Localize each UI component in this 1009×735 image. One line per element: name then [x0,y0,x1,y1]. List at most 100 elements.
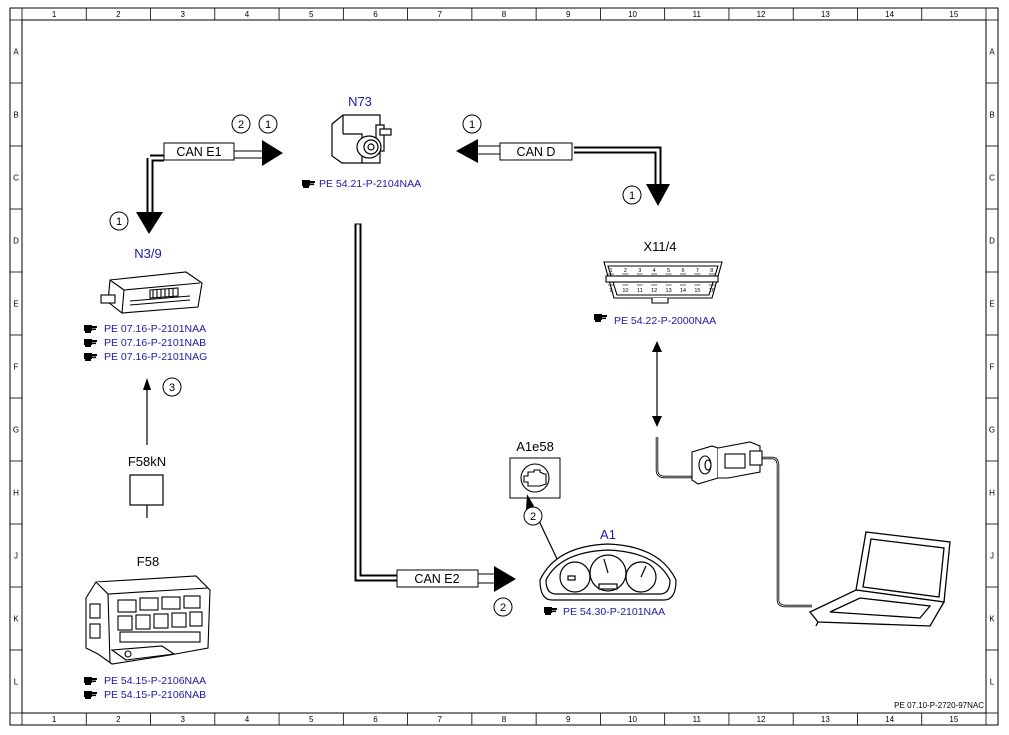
grid-ticks [10,8,998,725]
n73-component: N73 PE 54.21-P-2104NAA [302,94,421,190]
n3-9-label: N3/9 [134,246,161,261]
x11-4-pin-11: 11 [637,288,643,294]
f58-label: F58 [137,554,159,569]
x11-4-pin-2: 2 [624,268,627,274]
grid-col-top-11: 11 [693,10,702,19]
n73-label: N73 [348,94,372,109]
callout-a1e58: 2 [523,506,543,526]
x11-4-pin-10: 10 [622,288,628,294]
grid-col-top-9: 9 [566,10,571,19]
grid-col-bottom-7: 7 [438,715,443,724]
svg-text:2: 2 [500,602,506,614]
x11-4-pin-8: 8 [710,268,713,274]
grid-row-right-F: F [990,363,995,372]
grid-row-left-C: C [13,174,19,183]
can-e1-label: CAN E1 [176,145,221,159]
diagnostic-adapter-icon [691,441,763,485]
grid-col-bottom-10: 10 [628,715,637,724]
grid-col-top-2: 2 [116,10,121,19]
grid-row-right-C: C [989,174,995,183]
grid-col-bottom-6: 6 [373,715,378,724]
grid-col-top-14: 14 [885,10,894,19]
n3-9-ref-2: PE 07.16-P-2101NAB [104,337,206,349]
grid-row-left-D: D [13,237,19,246]
svg-text:1: 1 [116,216,122,228]
grid-col-bottom-14: 14 [885,715,894,724]
x11-4-pin-5: 5 [667,268,670,274]
laptop-icon [808,531,951,627]
grid-row-left-H: H [13,489,19,498]
f58-component: F58 PE 54.15-P-2106NAA PE 54.15-P-2106NA… [84,554,211,701]
can-d-bus: CAN D [456,139,670,206]
svg-text:1: 1 [469,119,475,131]
callout-can-e1-b: 1 [258,114,278,134]
x11-4-pin-4: 4 [653,268,656,274]
document-id: PE 07.10-P-2720-97NAC [894,701,984,710]
grid-col-top-12: 12 [757,10,766,19]
grid-row-right-L: L [990,678,995,687]
n3-9-ref-1: PE 07.16-P-2101NAA [104,323,206,335]
x11-4-pin-12: 12 [651,288,657,294]
n3-9-ref-3: PE 07.16-P-2101NAG [104,351,207,363]
grid-row-left-F: F [14,363,19,372]
callout-can-d-right: 1 [622,185,642,205]
x11-4-pin-7: 7 [696,268,699,274]
a1-ref: PE 54.30-P-2101NAA [563,606,665,618]
callout-f58kn-arrow: 3 [162,377,182,397]
grid-row-right-K: K [989,615,995,624]
svg-text:2: 2 [530,511,536,523]
grid-row-left-K: K [13,615,19,624]
grid-col-top-15: 15 [949,10,958,19]
svg-text:3: 3 [169,382,175,394]
can-d-box [499,142,573,161]
grid-col-bottom-11: 11 [693,715,702,724]
grid-col-top-6: 6 [373,10,378,19]
n73-ref: PE 54.21-P-2104NAA [319,178,421,190]
diagnostic-cable [655,437,812,608]
grid-row-left-B: B [13,111,18,120]
x11-4-pin-6: 6 [681,268,684,274]
grid-col-top-5: 5 [309,10,314,19]
f58kn-arrow [143,378,151,445]
diagnostic-connector-icon [603,261,723,304]
can-e2-label: CAN E2 [414,572,459,586]
x11-4-label: X11/4 [643,239,676,254]
svg-text:1: 1 [265,119,271,131]
grid-col-bottom-12: 12 [757,715,766,724]
grid-col-bottom-2: 2 [116,715,121,724]
a1e58-label: A1e58 [516,439,554,454]
engine-warning-lamp-icon [520,463,550,493]
callout-can-d-left: 1 [462,114,482,134]
grid-row-right-J: J [990,552,994,561]
grid-row-right-D: D [989,237,995,246]
x11-4-pin-16: 16 [709,288,715,294]
can-e2-bus: CAN E2 [354,223,516,592]
grid-col-top-3: 3 [180,10,185,19]
grid-row-right-E: E [989,300,994,309]
grid-col-bottom-5: 5 [309,715,314,724]
x11-4-pin-3: 3 [638,268,641,274]
grid-row-right-A: A [989,48,995,57]
grid-col-bottom-3: 3 [180,715,185,724]
fuse-box-icon [85,575,211,665]
grid-row-left-J: J [14,552,18,561]
grid-col-bottom-1: 1 [52,715,57,724]
can-e1-box [163,142,235,161]
can-e1-arrowhead-down [136,212,163,234]
x11-4-bidirectional-arrow [652,341,662,427]
f58-ref-2: PE 54.15-P-2106NAB [104,689,206,701]
x11-4-ref: PE 54.22-P-2000NAA [614,315,716,327]
x11-4-pin-1: 1 [609,268,612,274]
grid-col-top-7: 7 [438,10,443,19]
f58-ref-1: PE 54.15-P-2106NAA [104,675,206,687]
grid-col-bottom-9: 9 [566,715,571,724]
x11-4-pin-14: 14 [680,288,686,294]
drawing-frame [9,7,999,726]
grid-col-top-10: 10 [628,10,637,19]
grid-col-top-4: 4 [245,10,250,19]
grid-row-left-L: L [14,678,19,687]
can-d-arrowhead-left [456,139,478,163]
